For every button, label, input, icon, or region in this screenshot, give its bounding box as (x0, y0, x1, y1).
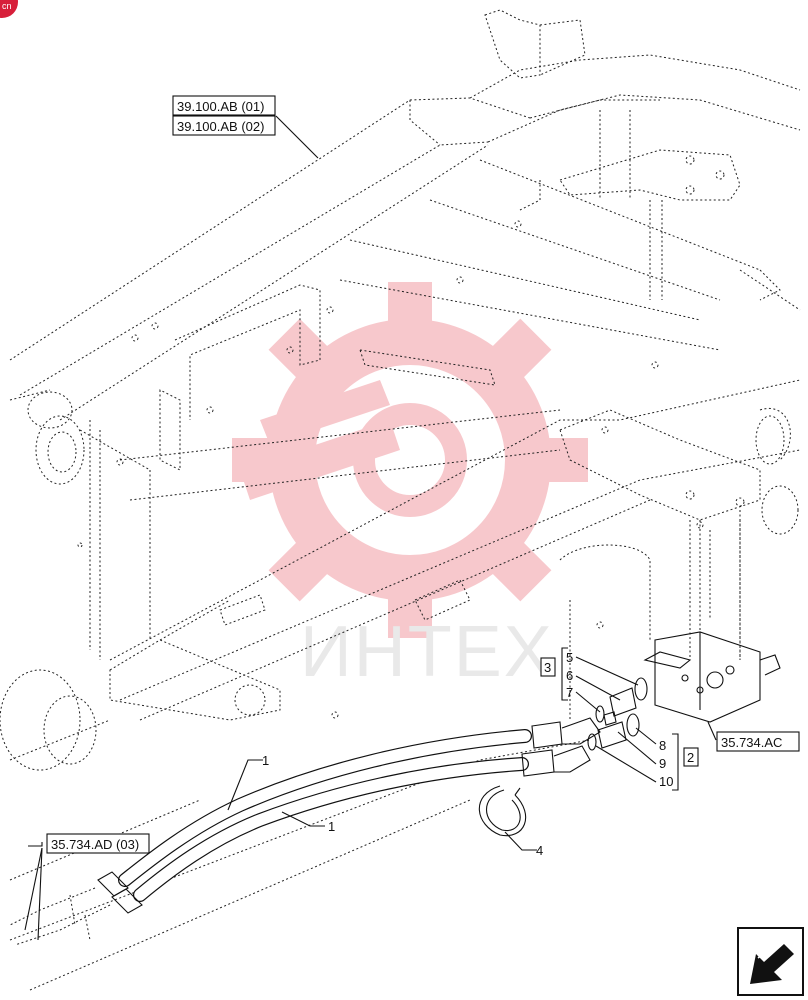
hydraulic-hoses (9, 717, 601, 946)
watermark-text: ИНТЕХ (300, 612, 554, 692)
valve-block (643, 520, 781, 723)
ref-35-734-ac[interactable]: 35.734.AC (721, 735, 782, 750)
group-label-3: 3 (544, 660, 551, 675)
reference-box-35-734-ac[interactable]: 35.734.AC (716, 731, 800, 752)
callout-7: 7 (566, 685, 573, 700)
callout-5: 5 (566, 650, 573, 665)
callout-6: 6 (566, 668, 573, 683)
callout-10: 10 (659, 774, 673, 789)
callout-8: 8 (659, 738, 666, 753)
ref-39-100-ab-02[interactable]: 39.100.AB (02) (177, 119, 264, 134)
callout-numbers: 1 1 4 5 6 7 8 9 10 (262, 650, 673, 858)
group-label-2: 2 (687, 750, 694, 765)
svg-text:cn: cn (2, 1, 12, 11)
group-box-2: 2 (683, 747, 699, 767)
hose-clamp (478, 785, 527, 837)
reference-box-39-100-ab[interactable]: 39.100.AB (01) 39.100.AB (02) (172, 95, 276, 136)
ref-35-734-ad-03[interactable]: 35.734.AD (03) (51, 837, 139, 852)
leader-lines (24, 115, 717, 941)
ref-39-100-ab-01[interactable]: 39.100.AB (01) (177, 99, 264, 114)
callout-1a: 1 (262, 753, 269, 768)
callout-9: 9 (659, 756, 666, 771)
reference-box-35-734-ad[interactable]: 35.734.AD (03) (46, 833, 150, 854)
navigation-arrow-icon[interactable] (737, 927, 804, 996)
red-corner-badge-icon: cn (0, 0, 18, 18)
chassis-frame-outline (0, 9, 801, 991)
callout-1b: 1 (328, 819, 335, 834)
group-box-3: 3 (540, 657, 556, 677)
intech-watermark-gear-icon: ИНТЕХ (232, 282, 588, 692)
fittings-group (587, 677, 648, 751)
callout-4: 4 (536, 843, 543, 858)
